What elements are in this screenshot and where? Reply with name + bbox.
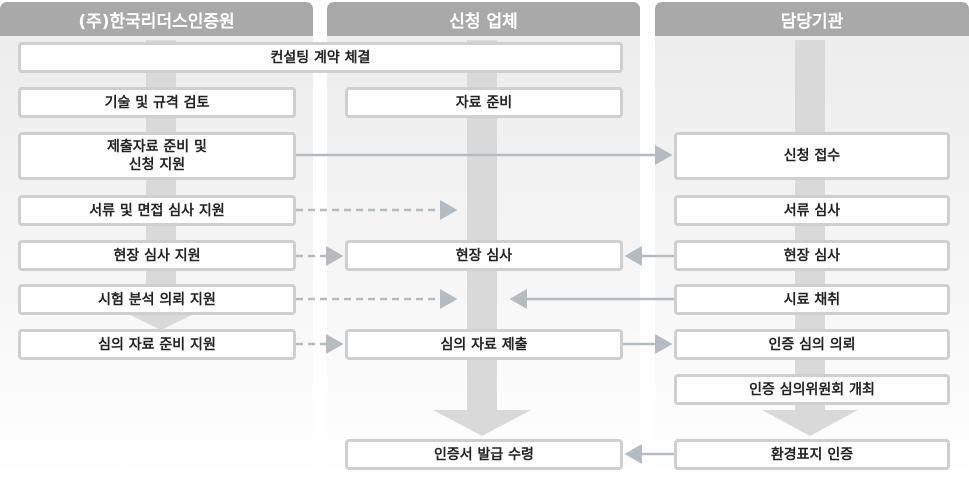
box-test-analysis-support-label: 시험 분석 의뢰 지원 [98,291,216,308]
box-prepare-materials-label: 자료 준비 [455,94,513,111]
box-agency-onsite-audit-label: 현장 심사 [783,247,841,264]
box-submission-support-label: 제출자료 준비 및 신청 지원 [107,139,207,173]
box-consulting-contract-label: 컨설팅 계약 체결 [270,49,371,66]
box-deliberation-request-label: 인증 심의 의뢰 [768,336,856,353]
box-sampling-label: 시료 채취 [783,291,841,308]
box-deliberation-request: 인증 심의 의뢰 [674,329,950,360]
box-document-interview-support-label: 서류 및 면접 심사 지원 [89,202,225,219]
right-flow-arrow [762,40,858,436]
box-application-receipt-label: 신청 접수 [783,148,841,164]
header-consultant: (주)한국리더스인증원 [0,2,313,36]
box-onsite-support-label: 현장 심사 지원 [113,247,201,264]
box-committee-meeting-label: 인증 심의위원회 개최 [749,381,875,398]
box-eco-label-cert: 환경표지 인증 [674,439,950,470]
box-document-review-label: 서류 심사 [783,202,841,219]
box-applicant-onsite-audit: 현장 심사 [345,240,623,271]
box-deliberation-support: 심의 자료 준비 지원 [18,329,296,360]
header-agency: 담당기관 [655,2,969,36]
box-receive-certificate: 인증서 발급 수령 [345,439,623,470]
box-receive-certificate-label: 인증서 발급 수령 [434,446,534,463]
box-consulting-contract: 컨설팅 계약 체결 [18,42,623,73]
left-flow-arrow [126,40,196,330]
box-submission-support: 제출자료 준비 및 신청 지원 [18,132,296,180]
header-applicant: 신청 업체 [327,2,640,36]
box-onsite-support: 현장 심사 지원 [18,240,296,271]
box-tech-review: 기술 및 규격 검토 [18,87,296,118]
box-agency-onsite-audit: 현장 심사 [674,240,950,271]
box-deliberation-support-label: 심의 자료 준비 지원 [98,336,216,353]
box-committee-meeting: 인증 심의위원회 개최 [674,374,950,405]
box-document-review: 서류 심사 [674,195,950,226]
middle-flow-arrow [433,40,531,436]
box-application-receipt: 신청 접수 [674,132,950,180]
box-document-interview-support: 서류 및 면접 심사 지원 [18,195,296,226]
box-test-analysis-support: 시험 분석 의뢰 지원 [18,284,296,315]
box-eco-label-cert-label: 환경표지 인증 [770,446,854,463]
box-sampling: 시료 채취 [674,284,950,315]
box-tech-review-label: 기술 및 규격 검토 [104,94,210,111]
box-submit-deliberation-label: 심의 자료 제출 [440,336,528,353]
box-submit-deliberation: 심의 자료 제출 [345,329,623,360]
box-applicant-onsite-audit-label: 현장 심사 [455,247,513,264]
box-prepare-materials: 자료 준비 [345,87,623,118]
